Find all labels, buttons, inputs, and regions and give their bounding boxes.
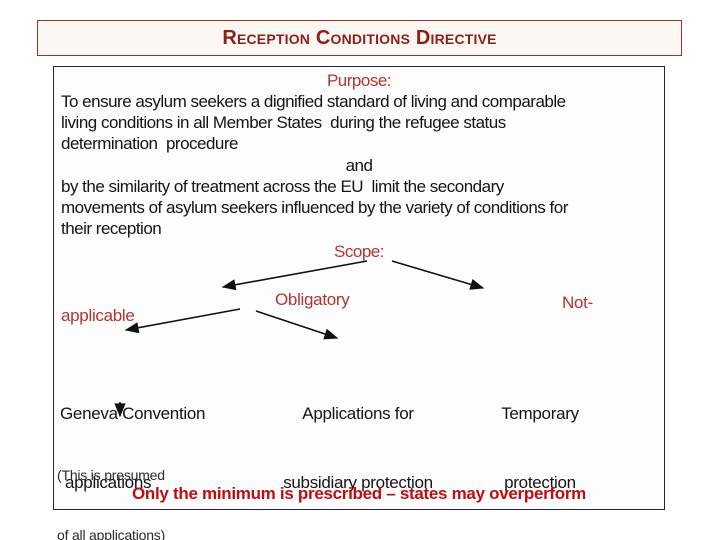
purpose-line-6: their reception bbox=[61, 219, 162, 238]
applicable-label: applicable bbox=[61, 306, 135, 325]
content-box bbox=[53, 66, 665, 510]
column-temporary-line1: Temporary bbox=[501, 404, 579, 423]
purpose-line-1: To ensure asylum seekers a dignified sta… bbox=[61, 92, 566, 111]
purpose-line-4: by the similarity of treatment across th… bbox=[61, 177, 504, 196]
footer-statement: Only the minimum is prescribed – states … bbox=[132, 484, 586, 503]
slide-title-box: Reception Conditions Directive bbox=[37, 20, 682, 56]
column-temporary-line2: protection bbox=[504, 473, 576, 492]
purpose-heading: Purpose: bbox=[326, 71, 392, 90]
purpose-line-3: determination procedure bbox=[61, 134, 239, 153]
purpose-line-2: living conditions in all Member States d… bbox=[61, 113, 506, 132]
scope-heading: Scope: bbox=[334, 242, 384, 261]
connector-and: and bbox=[345, 156, 373, 175]
column-geneva: Geneva Convention applications bbox=[60, 356, 205, 540]
column-subsidiary-line2: subsidiary protection bbox=[283, 473, 433, 492]
column-geneva-line1: Geneva Convention bbox=[60, 404, 206, 423]
not-label: Not- bbox=[562, 293, 593, 312]
presumption-note-line2: of all applications) bbox=[57, 527, 166, 540]
presumption-note-line1: (This is presumed bbox=[57, 467, 165, 483]
presumption-note: (This is presumed of all applications) bbox=[57, 425, 165, 540]
column-geneva-line2: applications bbox=[65, 473, 152, 492]
column-subsidiary-line1: Applications for bbox=[302, 404, 414, 423]
purpose-line-5: movements of asylum seekers influenced b… bbox=[61, 198, 568, 217]
slide-title: Reception Conditions Directive bbox=[222, 26, 497, 49]
column-subsidiary: Applications for subsidiary protection bbox=[238, 356, 478, 540]
obligatory-label: Obligatory bbox=[275, 290, 350, 309]
column-temporary: Temporary protection bbox=[460, 356, 620, 540]
